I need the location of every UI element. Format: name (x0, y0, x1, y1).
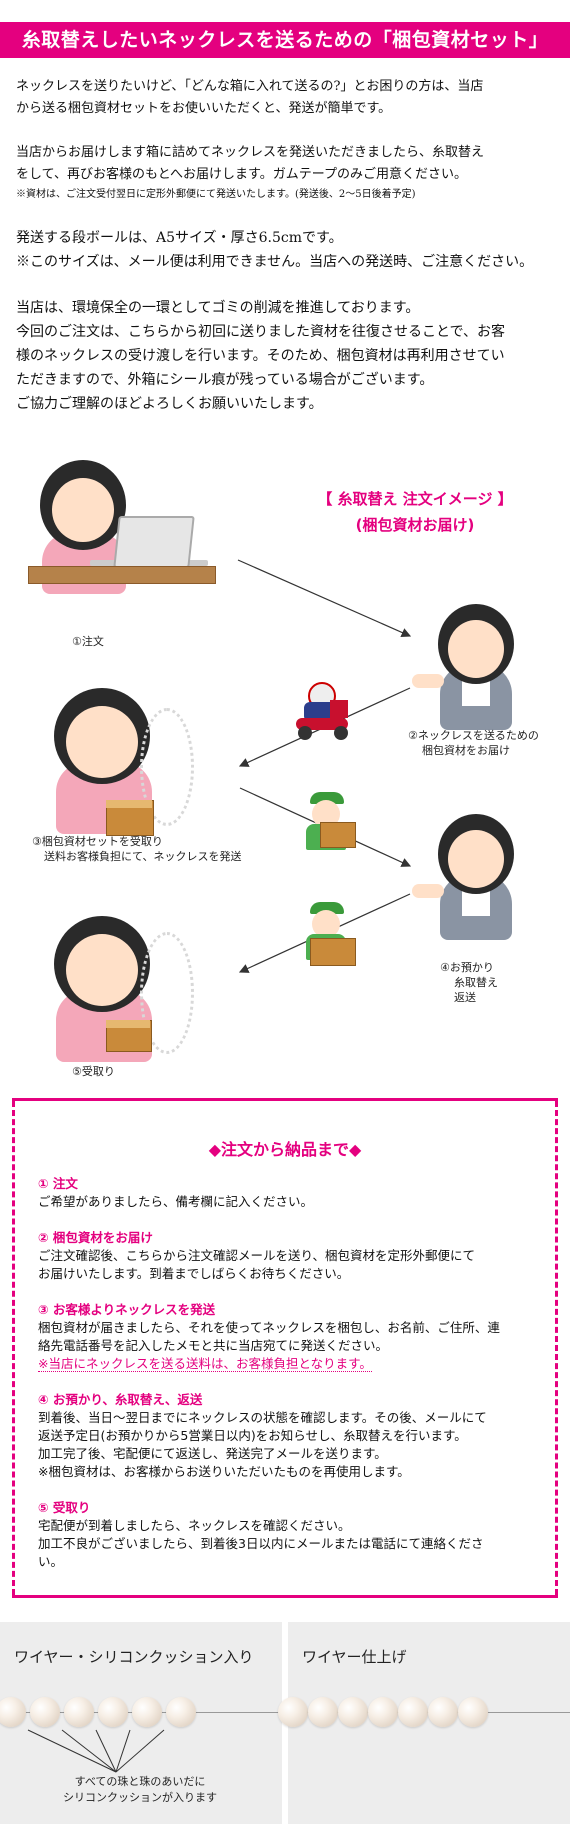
intro-line: 当店からお届けします箱に詰めてネックレスを発送いただきましたら、糸取替え (16, 145, 485, 160)
wire-finish-panel: ワイヤー仕上げ (278, 1622, 570, 1824)
intro-note: ※資材は、ご注文受付翌日に定形外郵便にて発送いたします。(発送後、2〜5日後着予… (16, 189, 416, 200)
intro-line: ご協力ご理解のほどよろしくお願いいたします。 (16, 396, 323, 412)
figure-title: 【 糸取替え 注文イメージ 】 (317, 490, 513, 508)
process-step-2: ② 梱包資材をお届け ご注文確認後、こちらから注文確認メールを送り、梱包資材を定… (38, 1230, 476, 1281)
process-section: ◆注文から納品まで◆ ① 注文 ご希望がありましたら、備考欄に記入ください。 ②… (12, 1098, 558, 1598)
intro-line: 様のネックレスの受け渡しを行います。そのため、梱包資材は再利用させてい (16, 348, 505, 364)
panel-title-left: ワイヤー・シリコンクッション入り (14, 1648, 254, 1666)
panel-title-right: ワイヤー仕上げ (302, 1648, 407, 1666)
process-step-4: ④ お預かり、糸取替え、返送 到着後、当日〜翌日までにネックレスの状態を確認しま… (38, 1392, 487, 1479)
panel-note-left: すべての珠と珠のあいだに シリコンクッションが入ります (63, 1775, 217, 1804)
caption-step2: ②ネックレスを送るための 梱包資材をお届け (408, 729, 539, 757)
intro-line: 今回のご注文は、こちらから初回に送りました資材を往復させることで、お客 (16, 324, 506, 340)
intro-line: 発送する段ボールは、A5サイズ・厚さ6.5cmです。 (16, 230, 343, 246)
process-step-3: ③ お客様よりネックレスを発送 梱包資材が届きましたら、それを使ってネックレスを… (38, 1302, 500, 1372)
process-title: ◆注文から納品まで◆ (208, 1140, 362, 1159)
intro-line: ネックレスを送りたいけど、「どんな箱に入れて送るの?」とお困りの方は、当店 (16, 79, 484, 94)
silicon-cushion-panel: ワイヤー・シリコンクッション入り すべての珠と珠のあいだに シリコンクッションが… (0, 1622, 282, 1824)
caption-step5: ⑤受取り (72, 1065, 115, 1078)
process-step-1: ① 注文 ご希望がありましたら、備考欄に記入ください。 (38, 1176, 314, 1209)
intro-line: ただきますので、外箱にシール痕が残っている場合がございます。 (16, 372, 434, 388)
intro-line: をして、再びお客様のもとへお届けします。ガムテープのみご用意ください。 (16, 167, 467, 182)
caption-step4: ④お預かり 糸取替え 返送 (440, 961, 498, 1004)
caption-step3: ③梱包資材セットを受取り 送料お客様負担にて、ネックレスを発送 (32, 835, 242, 863)
arrow-1 (237, 559, 412, 637)
intro-line: から送る梱包資材セットをお使いいただくと、発送が簡単です。 (16, 101, 392, 116)
caption-step1: ①注文 (72, 635, 104, 648)
figure-subtitle: (梱包資材お届け) (355, 516, 475, 534)
process-step-5: ⑤ 受取り 宅配便が到着しましたら、ネックレスを確認ください。 加工不良がござい… (38, 1500, 484, 1569)
intro-line: 当店は、環境保全の一環としてゴミの削減を推進しております。 (16, 300, 420, 316)
page-header: 糸取替えしたいネックレスを送るための「梱包資材セット」 (0, 22, 570, 58)
intro-line: ※このサイズは、メール便は利用できません。当店への発送時、ご注意ください。 (16, 254, 534, 270)
intro-text: ネックレスを送りたいけど、「どんな箱に入れて送るの?」とお困りの方は、当店 から… (16, 76, 556, 416)
